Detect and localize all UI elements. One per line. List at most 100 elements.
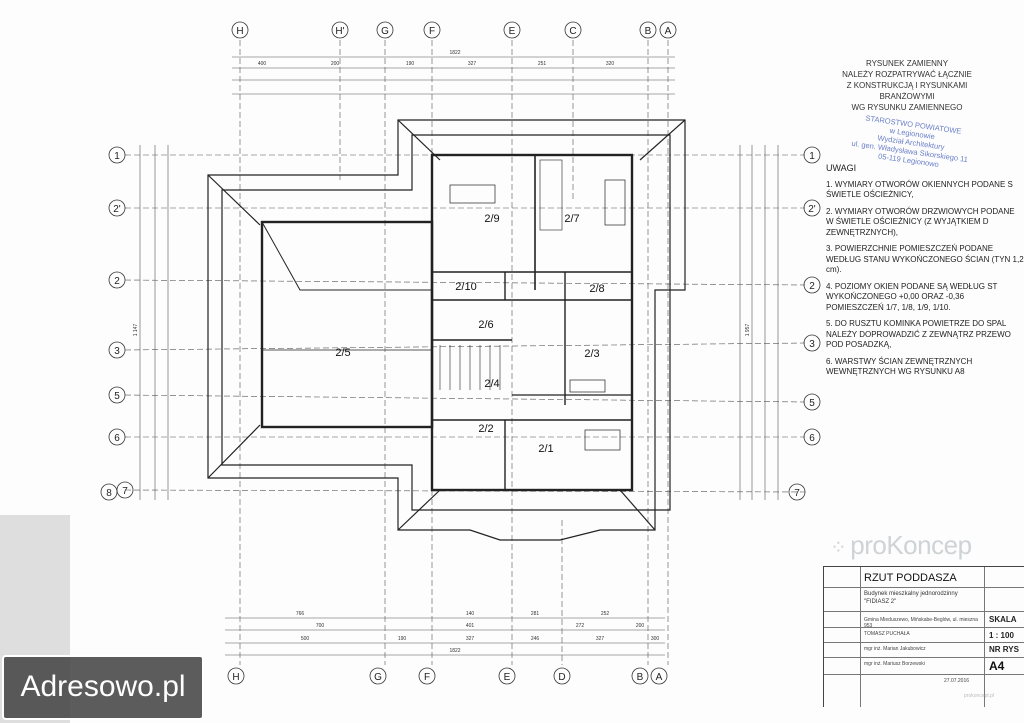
grid-label-right-4: 5 [809,398,815,409]
title-block-rule [824,587,1024,588]
room-label-2-4: 2/4 [484,378,499,390]
dim-bottom-1-3: 252 [601,611,610,617]
grid-label-left-3: 3 [114,346,120,357]
title-block-rule [824,642,1024,643]
title-block-divider [984,567,985,707]
grid-label-right-0: 1 [809,151,815,162]
grid-label-bottom-2: F [424,672,430,683]
dim-bottom-2-0: 700 [316,623,325,629]
scale-value: 1 : 100 [989,631,1014,640]
grid-label-bottom-5: B [637,672,644,683]
dim-left-total: 1 147 [133,324,139,337]
title-block-rule [824,627,1024,628]
grid-label-right-6: 7 [794,488,800,499]
room-label-2-2: 2/2 [478,423,493,435]
remark-item: 1. WYMIARY OTWORÓW OKIENNYCH PODANE S ŚW… [826,179,1013,200]
remark-item: 3. POWIERZCHNIE POMIESZCZEŃ PODANE WEDŁU… [826,244,1024,274]
grid-label-top-2: G [381,26,389,37]
remark-item: 4. POZIOMY OKIEN PODANE SĄ WEDŁUG ST WYK… [826,281,998,312]
subtitle-line: "FIDIASZ 2" [864,599,897,605]
dim-bottom-3-1: 190 [398,636,407,642]
grid-label-top-5: C [569,26,576,37]
grid-label-left-7: 8 [106,488,112,499]
checker-value: mgr inż. Mariusz Borzewski [864,661,925,667]
watermark-text: Adresowo.pl [20,670,186,703]
title-block: RZUT PODDASZA Budynek mieszkalny jednoro… [823,566,1024,707]
dim-top-1: 200 [331,61,340,67]
grid-label-right-2: 2 [809,281,815,292]
dim-bottom-2-3: 200 [636,623,645,629]
grid-label-top-6: B [645,26,652,37]
grid-label-left-4: 5 [114,391,120,402]
dim-top-5: 320 [606,61,615,67]
grid-label-right-1: 2' [808,204,816,215]
logo-mark-icon: ⁘ [830,537,847,559]
title-block-rule [824,611,1024,612]
revision-note-line: Z KONSTRUKCJĄ I RYSUNKAMI BRANŻOWYMI [846,81,968,101]
scale-label: SKALA [989,615,1017,624]
dim-top-total: 1822 [449,50,460,56]
drawing-subtitle: Budynek mieszkalny jednorodzinny "FIDIAS… [864,590,958,606]
grid-label-top-1: H' [335,26,344,37]
room-label-2-8: 2/8 [589,283,604,295]
dim-bottom-total: 1822 [449,648,460,654]
grid-label-left-5: 6 [114,433,120,444]
author-value: TOMASZ PUCHAŁA [864,631,910,637]
dim-right-total: 1 957 [745,324,751,337]
dim-bottom-3-5: 300 [651,636,660,642]
grid-label-bottom-0: H [232,672,239,683]
room-label-2-10: 2/10 [455,281,476,293]
room-label-2-7: 2/7 [564,213,579,225]
investor-value: Gmina Mieduszewo, Mińskabe-Beglów, ul. m… [864,617,978,629]
revision-note-line: WG RYSUNKU ZAMIENNEGO [851,103,963,112]
grid-label-top-0: H [236,26,243,37]
grid-label-top-4: E [509,26,516,37]
footer-text: prokoncept.pl [964,693,995,699]
room-label-2-1: 2/1 [538,443,553,455]
logo-text: proKoncep [850,530,972,560]
revision-note-line: NALEŻY ROZPATRYWAĆ ŁĄCZNIE [842,70,972,79]
date-value: 27.07.2016 [944,678,970,684]
remark-item: 5. DO RUSZTU KOMINKA POWIETRZE DO SPAL N… [826,319,1011,349]
dim-top-2: 190 [406,61,415,67]
dim-bottom-1-1: 140 [466,611,475,617]
dim-top-4: 251 [538,61,547,67]
grid-label-left-2: 2 [114,276,120,287]
dim-bottom-1-0: 766 [296,611,305,617]
revision-note-line: RYSUNEK ZAMIENNY [865,59,949,68]
title-block-rule [824,657,1024,658]
grid-label-right-5: 6 [809,433,815,444]
grid-label-right-3: 3 [809,339,815,350]
dim-bottom-2-2: 272 [576,623,585,629]
grid-label-bottom-1: G [374,672,382,683]
drawing-title: RZUT PODDASZA [864,572,957,584]
room-label-2-9: 2/9 [484,213,499,225]
grid-label-left-0: 1 [114,151,120,162]
dim-bottom-3-4: 327 [596,636,605,642]
grid-label-left-6: 7 [122,486,128,497]
sheet-value: A4 [989,659,1005,673]
remarks-block: UWAGI 1. WYMIARY OTWORÓW OKIENNYCH PODAN… [826,163,1024,384]
sheet-label: NR RYS [989,645,1019,654]
dim-bottom-3-0: 500 [301,636,310,642]
remark-item: 6. WARSTWY ŚCIAN ZEWNĘTRZNYCH WEWNĘTRZNY… [826,356,973,377]
room-label-2-5: 2/5 [335,347,350,359]
grid-label-bottom-4: D [558,672,565,683]
grid-label-top-3: F [429,26,435,37]
watermark-badge: Adresowo.pl [2,655,204,720]
dim-bottom-3-3: 246 [531,636,540,642]
grid-label-bottom-3: E [504,672,511,683]
room-label-2-3: 2/3 [584,348,599,360]
grid-label-left-1: 2' [113,204,121,215]
remarks-title: UWAGI [826,163,857,173]
revision-note: RYSUNEK ZAMIENNY NALEŻY ROZPATRYWAĆ ŁĄCZ… [832,58,982,113]
title-block-rule [824,674,1024,675]
dim-top-0: 400 [258,61,267,67]
dim-top-3: 327 [468,61,477,67]
remark-item: 2. WYMIARY OTWORÓW DRZWIOWYCH PODANE W Ś… [826,206,1015,237]
title-block-divider [860,567,861,707]
room-label-2-6: 2/6 [478,319,493,331]
grid-label-bottom-6: A [656,672,663,683]
